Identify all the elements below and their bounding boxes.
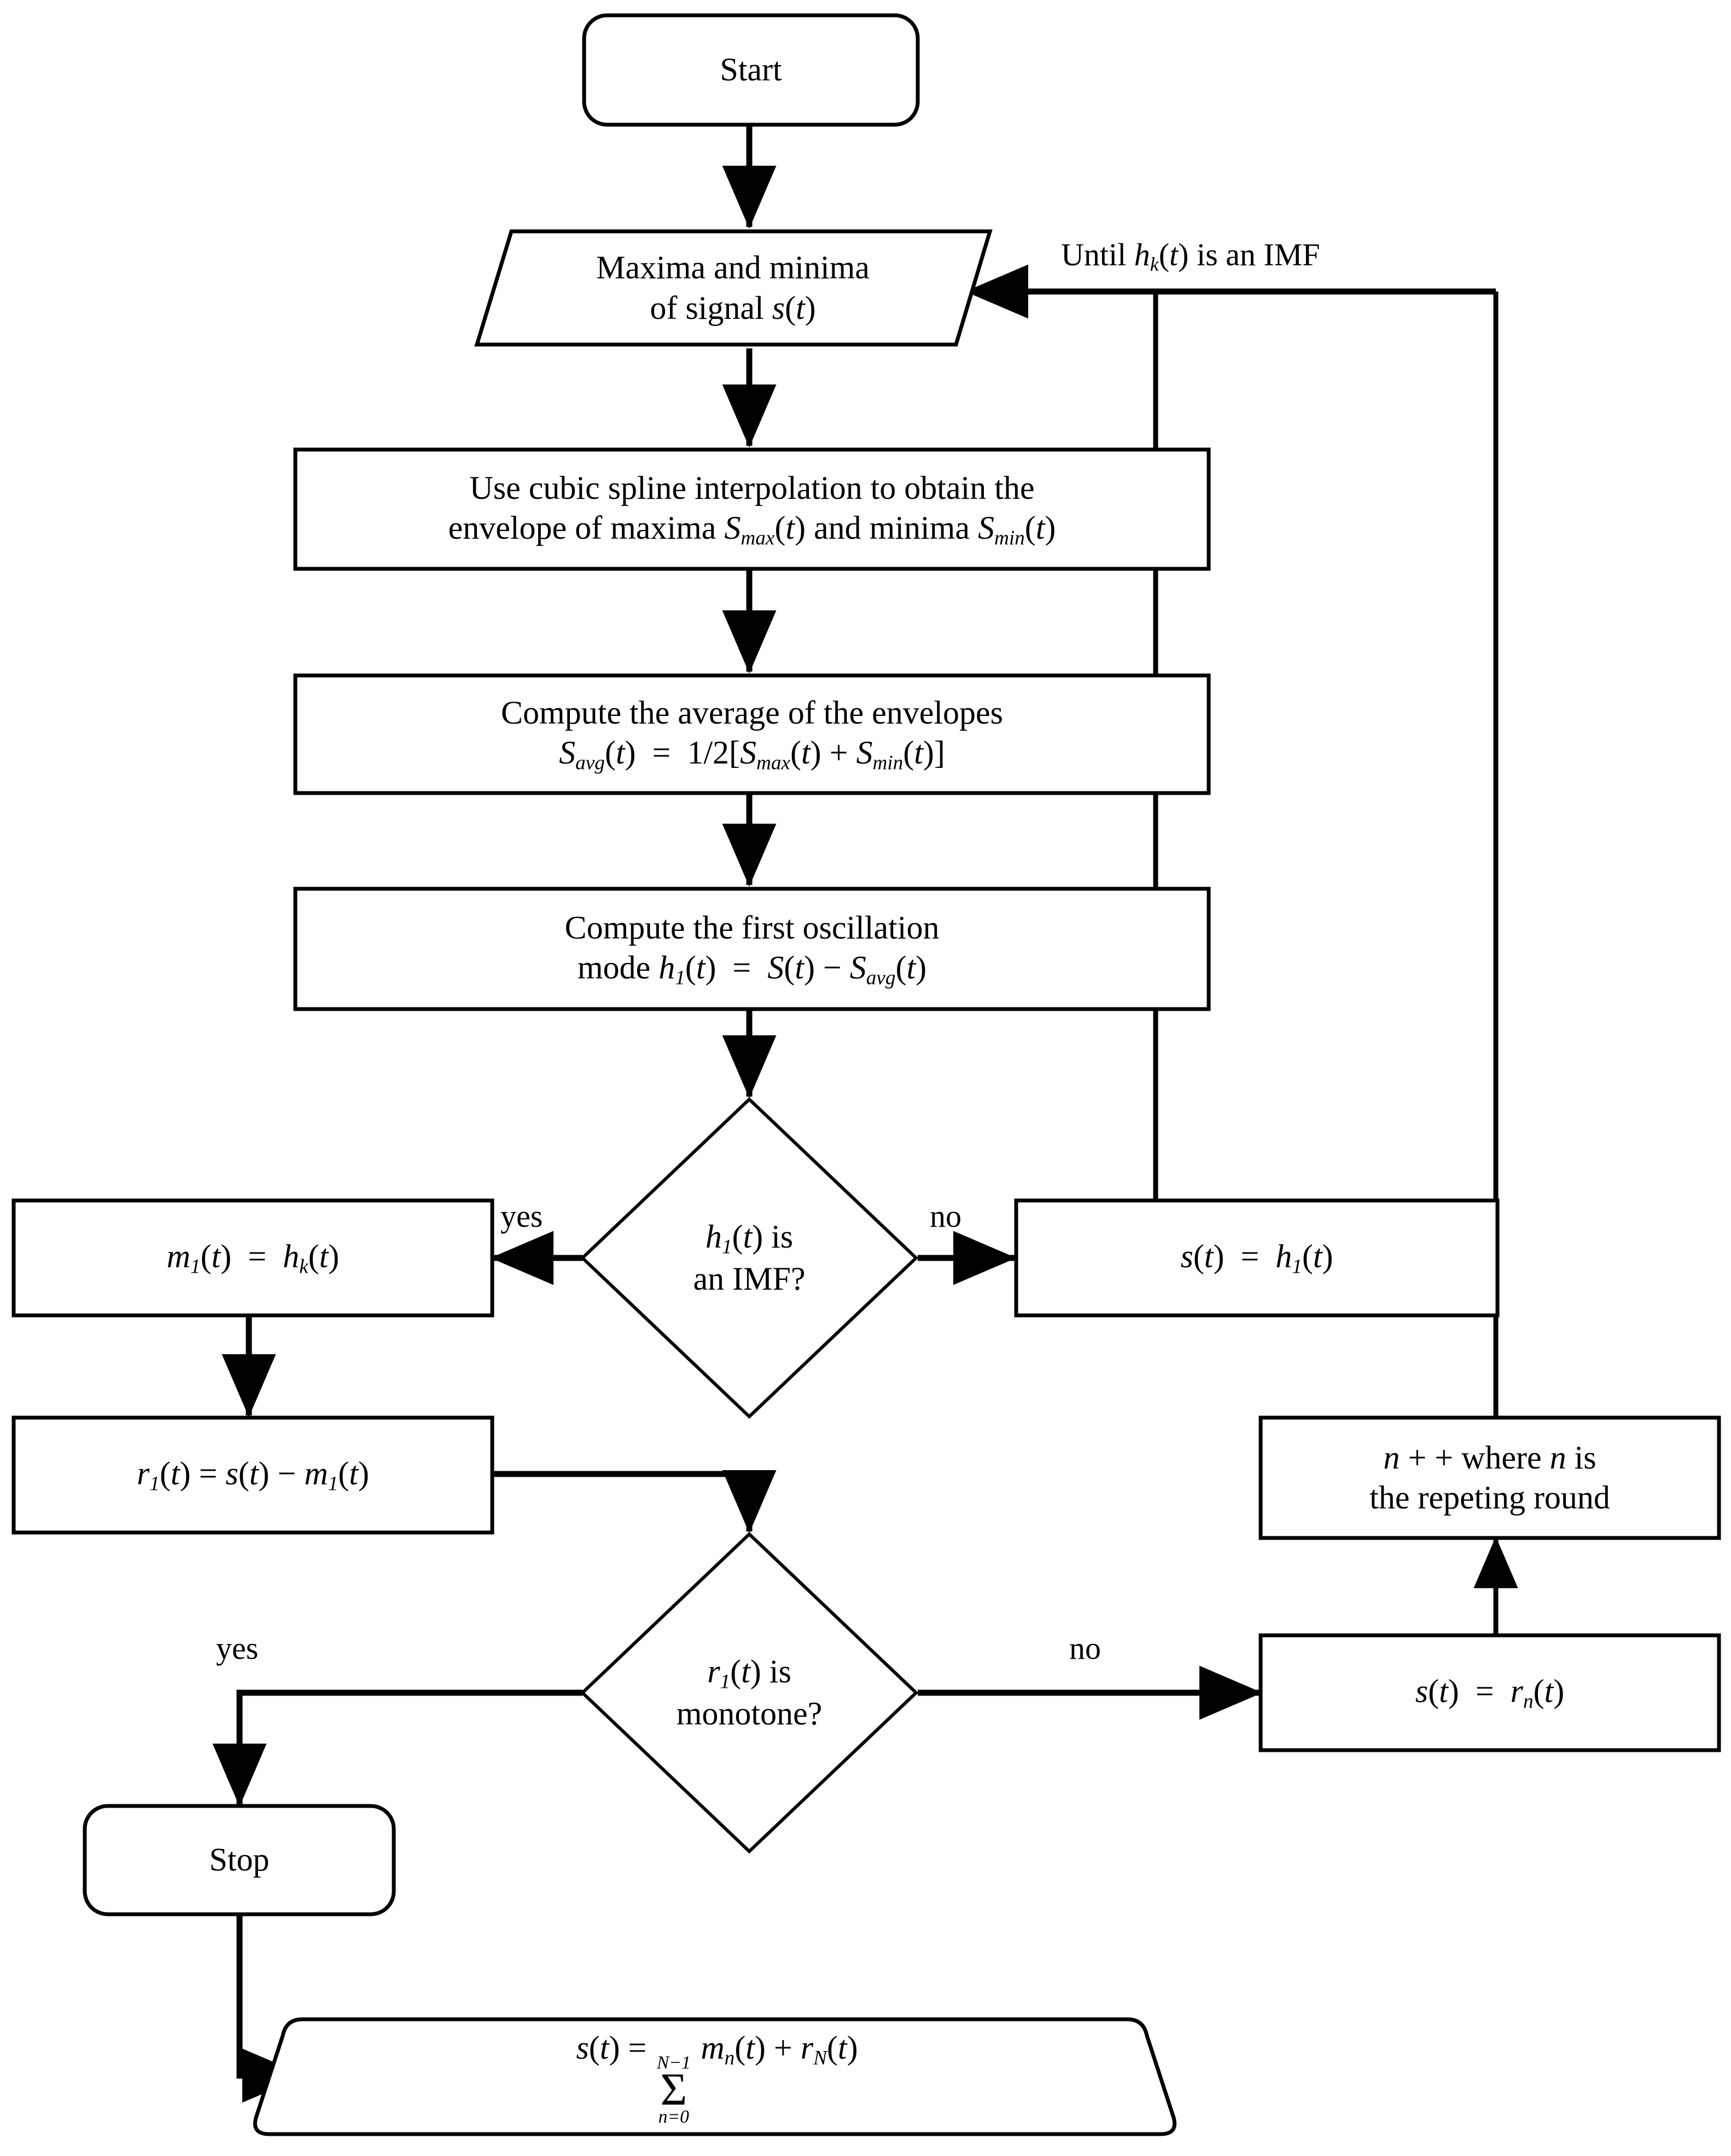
edge-monotone-yes-to-stop (212, 1689, 582, 1807)
node-m1[interactable] (11, 1198, 494, 1318)
node-start[interactable] (582, 13, 920, 127)
node-s-eq-h1[interactable] (1014, 1198, 1500, 1318)
edge-r1-to-monotone-decision (492, 1470, 777, 1534)
edge-label-imf-no: no (930, 1198, 961, 1234)
node-spline[interactable] (293, 447, 1211, 571)
node-n-increment[interactable] (1258, 1415, 1721, 1540)
node-result[interactable] (253, 2017, 1176, 2136)
node-r1[interactable] (11, 1415, 494, 1535)
node-average[interactable] (293, 673, 1211, 795)
node-extrema[interactable] (474, 229, 993, 347)
edge-label-monotone-no: no (1069, 1630, 1101, 1666)
edge-label-imf-yes: yes (500, 1198, 543, 1234)
node-monotone-decision[interactable] (580, 1531, 919, 1854)
node-imf-decision[interactable] (580, 1097, 919, 1419)
edge-label-monotone-yes: yes (216, 1630, 259, 1666)
edge-label-feedback-until: Until hk(t) is an IMF (1061, 237, 1320, 276)
node-s-eq-rn[interactable] (1258, 1633, 1721, 1752)
node-mode[interactable] (293, 887, 1211, 1011)
node-stop[interactable] (83, 1804, 396, 1916)
